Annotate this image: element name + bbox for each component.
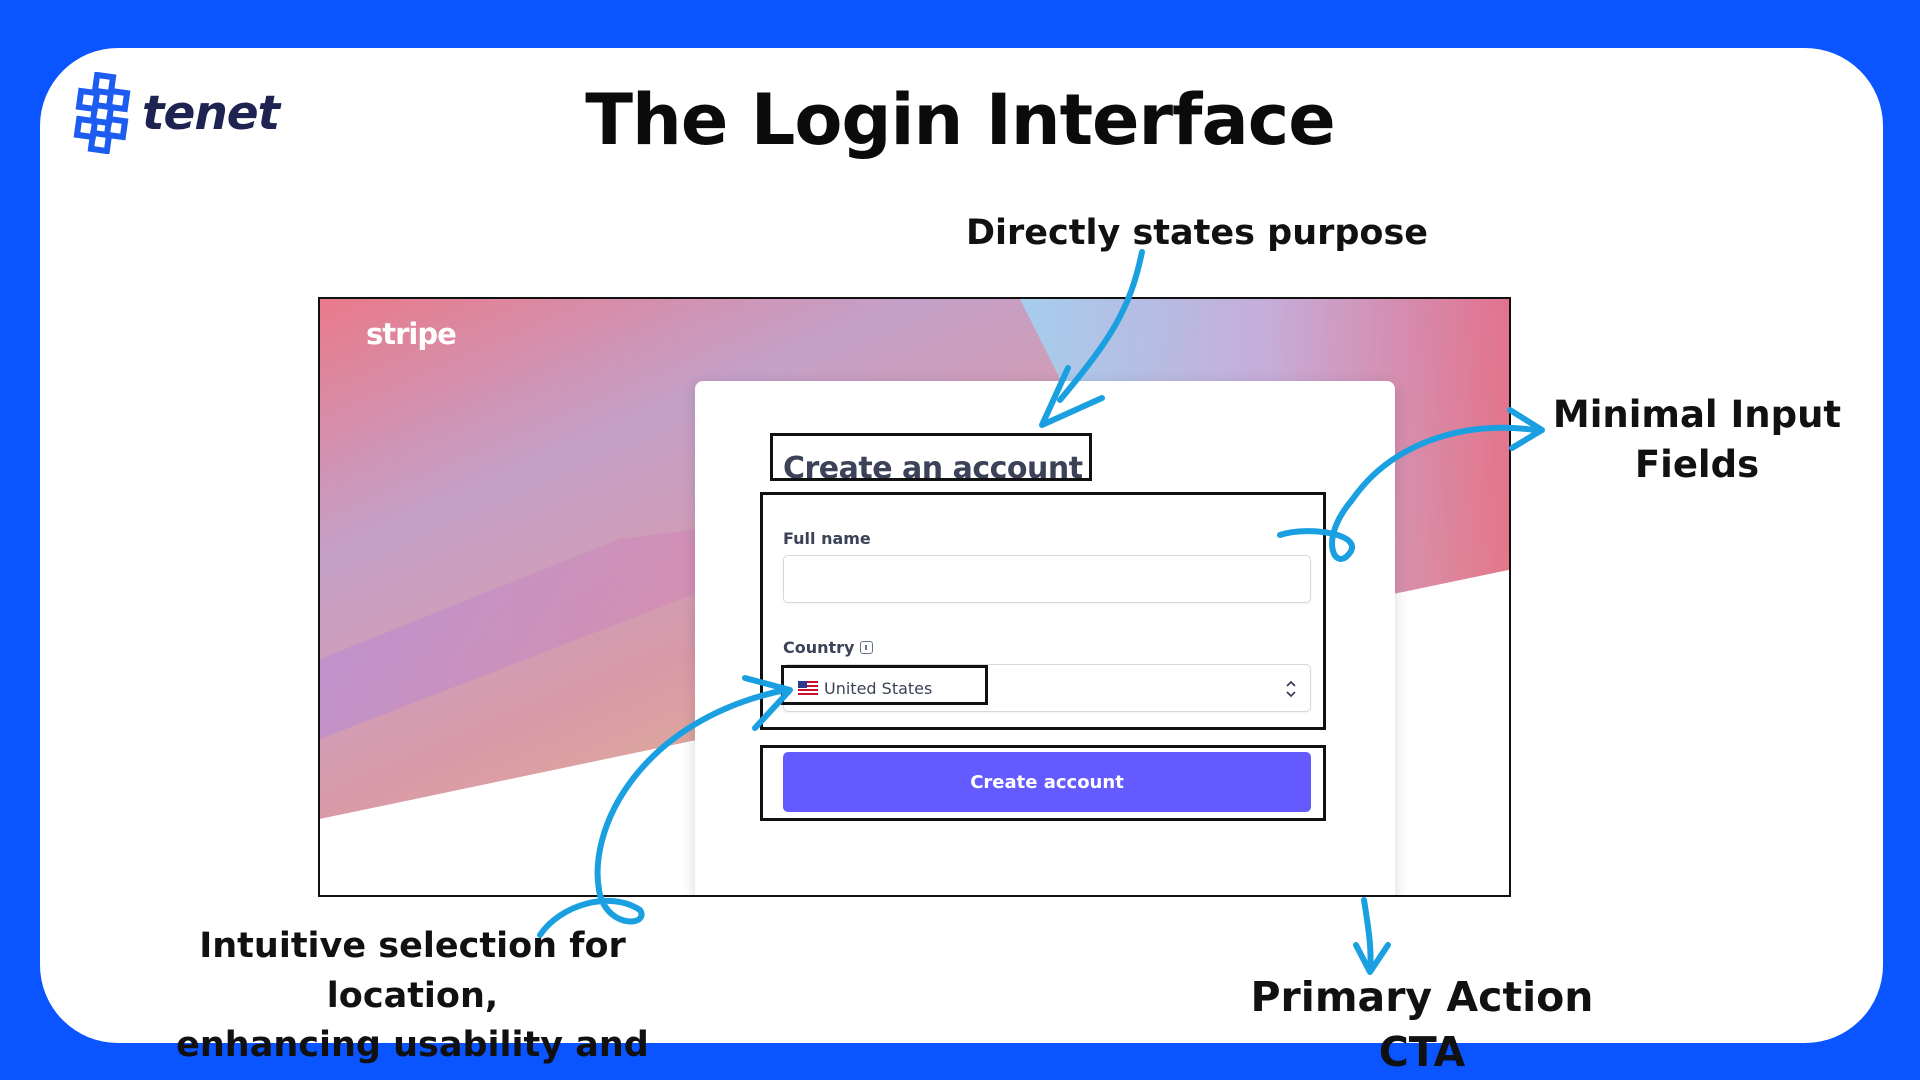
- annotation-fields-line1: Minimal Input: [1552, 393, 1842, 436]
- fullname-label: Full name: [783, 529, 871, 548]
- country-select[interactable]: United States: [783, 664, 1311, 712]
- stripe-signup-screenshot: stripe Create an account Full name Count…: [318, 297, 1511, 897]
- annotation-location-line2: enhancing usability and trust.: [176, 1025, 649, 1080]
- fullname-input[interactable]: [783, 555, 1311, 603]
- signup-card: Create an account Full name Country Unit…: [695, 381, 1395, 895]
- country-label-row: Country: [783, 638, 874, 657]
- tenet-logo: tenet: [72, 72, 280, 154]
- info-icon[interactable]: [860, 641, 874, 654]
- annotation-location-line1: Intuitive selection for location,: [199, 926, 626, 1016]
- country-label: Country: [783, 638, 855, 657]
- us-flag-icon: [798, 681, 818, 695]
- annotation-cta: Primary Action CTA: [1250, 973, 1594, 1077]
- annotation-purpose: Directly states purpose: [965, 213, 1429, 253]
- annotation-fields: Minimal Input Fields: [1552, 390, 1842, 490]
- chevron-updown-icon: [1286, 680, 1296, 698]
- page-title: The Login Interface: [585, 79, 1335, 161]
- signup-title: Create an account: [783, 451, 1083, 486]
- annotation-fields-line2: Fields: [1634, 442, 1760, 486]
- tenet-logo-icon: [73, 72, 131, 154]
- tenet-wordmark: tenet: [142, 85, 280, 141]
- create-account-button[interactable]: Create account: [783, 752, 1311, 812]
- stripe-logo: stripe: [366, 317, 457, 351]
- country-select-value: United States: [824, 678, 933, 698]
- annotation-location: Intuitive selection for location, enhanc…: [120, 922, 705, 1080]
